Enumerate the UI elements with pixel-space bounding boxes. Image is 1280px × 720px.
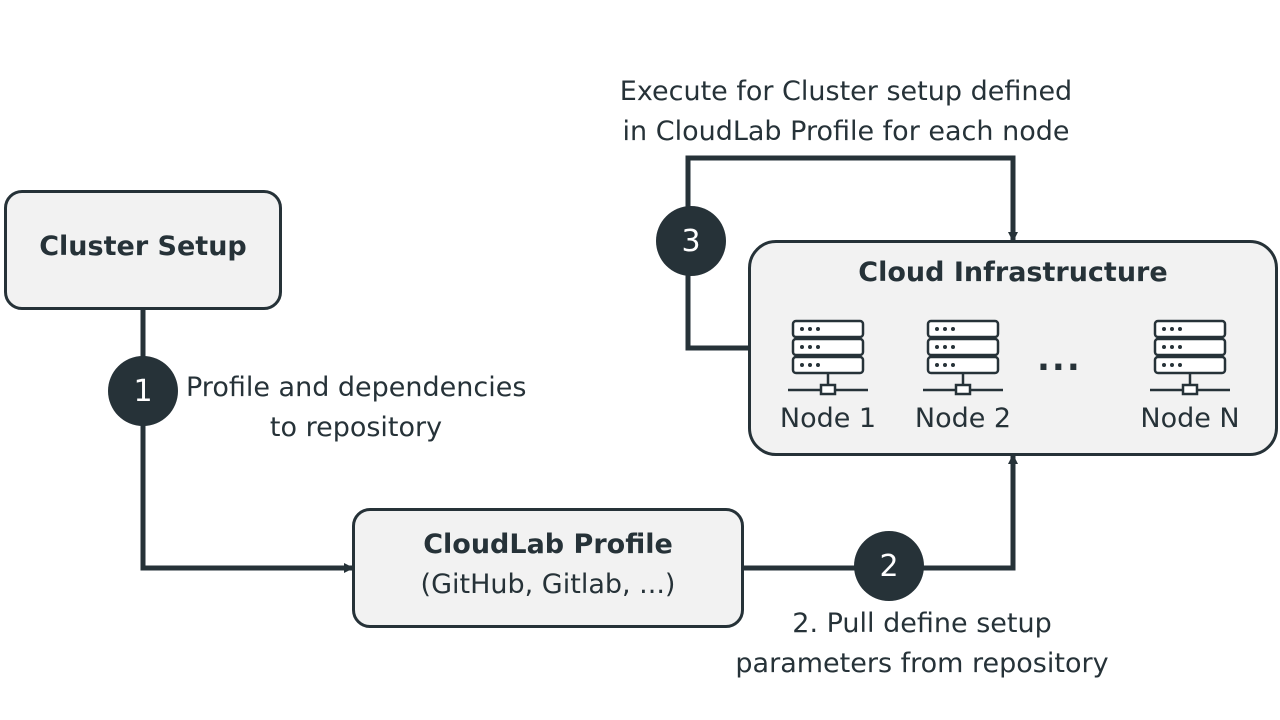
step-3-label: Execute for Cluster setup defined in Clo… [606,72,1086,152]
step-1-label: Profile and dependencies to repository [186,368,526,448]
node-2: Node 2 [908,319,1018,434]
cloudlab-profile-title: CloudLab Profile [423,529,673,560]
node-1: Node 1 [773,319,883,434]
cluster-setup-box: Cluster Setup [4,190,282,310]
server-icon [788,319,868,396]
server-icon [923,319,1003,396]
arrow-profile-to-cloud [744,454,1018,571]
step-1-label-line-1: Profile and dependencies [186,372,527,403]
step-2-badge: 2 [854,531,924,601]
step-3-label-line-2: in CloudLab Profile for each node [622,116,1070,147]
cloud-infrastructure-title: Cloud Infrastructure [858,257,1168,288]
cluster-setup-title: Cluster Setup [39,231,247,262]
more-nodes-ellipsis: ... [1037,339,1082,379]
arrow-cloud-loop [685,155,1018,351]
step-3-badge: 3 [656,206,726,276]
step-2-label: 2. Pull define setup parameters from rep… [730,604,1114,684]
step-2-label-line-1: 2. Pull define setup [792,608,1052,639]
cloudlab-profile-box: CloudLab Profile (GitHub, Gitlab, ...) [352,508,744,628]
step-3-label-line-1: Execute for Cluster setup defined [619,76,1073,107]
server-icon [1150,319,1230,396]
cloud-infrastructure-box: Cloud Infrastructure Node 1 [748,240,1278,456]
cloudlab-profile-subtitle: (GitHub, Gitlab, ...) [420,569,676,600]
node-n-label: Node N [1140,403,1240,434]
node-1-label: Node 1 [779,403,877,434]
step-1-badge: 1 [108,356,178,426]
step-2-label-line-2: parameters from repository [735,648,1109,679]
node-n: Node N [1135,319,1245,434]
node-2-label: Node 2 [914,403,1012,434]
step-1-label-line-2: to repository [269,412,443,443]
